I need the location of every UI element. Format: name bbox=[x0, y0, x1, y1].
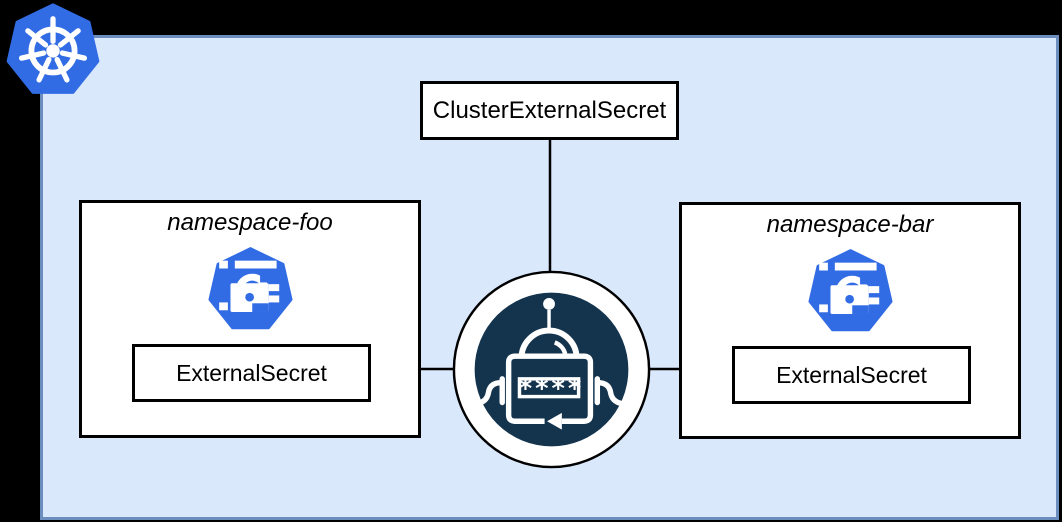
helm-wheel-icon bbox=[18, 16, 88, 83]
robot-body-icon bbox=[505, 353, 594, 424]
padlock-cutouts bbox=[844, 275, 869, 314]
external-secret-label: ExternalSecret bbox=[176, 359, 327, 386]
robot-icon bbox=[474, 298, 625, 424]
left-hook-icon bbox=[474, 380, 502, 407]
external-secret-box-bar: ExternalSecret bbox=[732, 346, 971, 404]
namespace-foo-box: namespace-foo ExternalSecret bbox=[79, 200, 421, 438]
password-field bbox=[517, 377, 581, 399]
namespace-foo-title: namespace-foo bbox=[167, 209, 333, 236]
right-hook-icon bbox=[597, 380, 625, 407]
password-mask-text: **** bbox=[519, 374, 584, 404]
robot-head-dome-icon bbox=[518, 327, 580, 359]
antenna-ball-icon bbox=[543, 298, 555, 310]
cluster-external-secret-label: ClusterExternalSecret bbox=[432, 96, 667, 124]
external-secret-label: ExternalSecret bbox=[776, 361, 927, 388]
dome-highlight-icon bbox=[553, 340, 568, 355]
namespace-bar-title: namespace-bar bbox=[766, 211, 934, 238]
cluster-external-secret-box: ClusterExternalSecret bbox=[420, 81, 679, 140]
external-secret-box-foo: ExternalSecret bbox=[132, 344, 371, 402]
padlock-cutouts bbox=[244, 273, 269, 312]
external-secret-icon bbox=[207, 247, 293, 330]
namespace-bar-box: namespace-bar ExternalSecret bbox=[679, 202, 1021, 439]
external-secret-icon bbox=[807, 249, 893, 332]
operator-logo-icon: **** bbox=[452, 270, 651, 469]
refresh-arrow-icon bbox=[547, 412, 562, 430]
kubernetes-logo-icon bbox=[6, 3, 100, 94]
